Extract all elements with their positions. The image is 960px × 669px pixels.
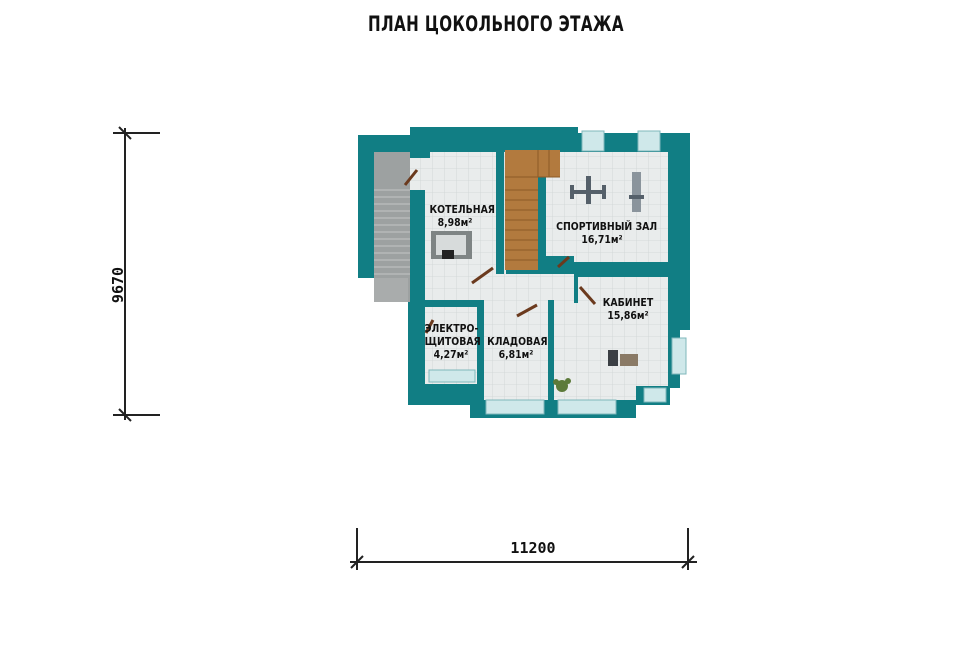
room-label-office: КАБИНЕТ 15,86м² (597, 296, 658, 322)
external-stair (374, 152, 410, 302)
room-name: КАБИНЕТ (602, 296, 654, 309)
room-area: 15,86м² (607, 309, 649, 322)
room-name: КЛАДОВАЯ (487, 335, 548, 348)
room-name-line1: ЭЛЕКТРО- (424, 322, 479, 335)
boiler-icon (431, 231, 472, 259)
room-label-electrical: ЭЛЕКТРО- ЩИТОВАЯ 4,27м² (424, 322, 481, 361)
plant-icon (553, 378, 571, 392)
room-area: 6,81м² (498, 348, 534, 361)
width-dimension-label: 11200 (510, 539, 556, 557)
room-area: 4,27м² (433, 348, 469, 361)
doors (403, 169, 597, 334)
height-dimension-label: 9670 (109, 266, 127, 304)
plan-title: ПЛАН ЦОКОЛЬНОГО ЭТАЖА (368, 12, 624, 36)
room-label-gym: СПОРТИВНЫЙ ЗАЛ 16,71м² (556, 220, 658, 246)
room-area: 16,71м² (581, 233, 623, 246)
gym-equipment-icon (570, 172, 644, 212)
room-area: 8,98м² (437, 216, 473, 229)
room-label-storage: КЛАДОВАЯ 6,81м² (487, 335, 548, 361)
internal-stair (505, 150, 560, 270)
room-name-line2: ЩИТОВАЯ (424, 335, 481, 348)
office-furniture-icon (608, 350, 638, 366)
horizontal-dimension-line (350, 528, 697, 570)
room-label-boiler: КОТЕЛЬНАЯ 8,98м² (429, 203, 496, 229)
room-name: КОТЕЛЬНАЯ (429, 203, 496, 216)
room-name: СПОРТИВНЫЙ ЗАЛ (556, 220, 658, 233)
windows (428, 130, 687, 415)
vertical-dimension-line (113, 126, 160, 422)
interior-walls (410, 150, 668, 400)
